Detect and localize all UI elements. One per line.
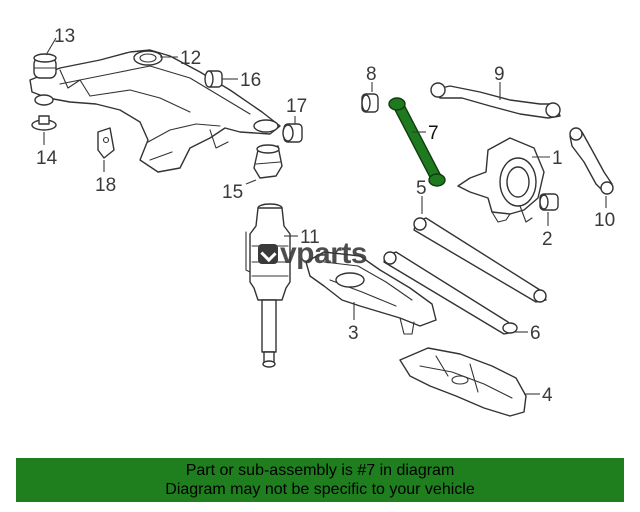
part-3-spring-link[interactable] (305, 251, 437, 335)
callout-17: 17 (286, 96, 307, 117)
part-17-bushing[interactable] (282, 123, 303, 143)
part-15-mount[interactable] (253, 144, 283, 179)
checkmark-icon (258, 244, 278, 264)
callout-1: 1 (552, 148, 563, 169)
callout-8: 8 (366, 64, 377, 85)
callout-5: 5 (416, 178, 427, 199)
part-2-bushing[interactable] (539, 193, 559, 211)
part-10-curved-link[interactable] (569, 127, 614, 195)
callout-16: 16 (240, 70, 261, 91)
part-7-lateral-link[interactable] (388, 97, 446, 187)
callout-3: 3 (348, 323, 359, 344)
leader-lines (43, 37, 607, 395)
banner-line-disclaimer: Diagram may not be specific to your vehi… (165, 481, 475, 498)
part-14-washer[interactable] (31, 115, 57, 131)
part-4-cover[interactable] (399, 347, 527, 417)
part-9-upper-arm[interactable] (430, 82, 561, 119)
info-banner: Part or sub-assembly is #7 in diagram Di… (16, 458, 624, 502)
watermark-text: vparts (280, 237, 368, 270)
part-13-mount[interactable] (33, 53, 57, 79)
callout-10: 10 (594, 210, 615, 231)
banner-line-part: Part or sub-assembly is #7 in diagram (185, 462, 455, 479)
part-8-bushing[interactable] (361, 93, 379, 113)
callout-14: 14 (36, 148, 58, 169)
part-11-air-strut[interactable] (245, 203, 291, 368)
part-5-lower-arm[interactable] (413, 217, 547, 303)
callout-9: 9 (494, 64, 505, 85)
part-12-subframe[interactable] (29, 49, 281, 173)
part-1-wheel-carrier[interactable] (457, 137, 545, 223)
callout-2: 2 (542, 229, 553, 250)
callout-4: 4 (542, 385, 553, 406)
callout-11: 11 (300, 227, 320, 248)
callout-12: 12 (180, 48, 201, 69)
watermark-logo: vparts (258, 236, 368, 272)
callout-15: 15 (222, 182, 243, 203)
callout-labels: 13 12 16 17 14 18 15 8 9 7 1 5 2 10 11 3… (36, 26, 615, 406)
part-18-bracket[interactable] (97, 127, 115, 159)
callout-13: 13 (54, 26, 75, 47)
callout-7: 7 (428, 123, 439, 144)
part-16-bushing[interactable] (204, 70, 223, 88)
callout-18: 18 (95, 175, 116, 196)
callout-6: 6 (530, 323, 541, 344)
